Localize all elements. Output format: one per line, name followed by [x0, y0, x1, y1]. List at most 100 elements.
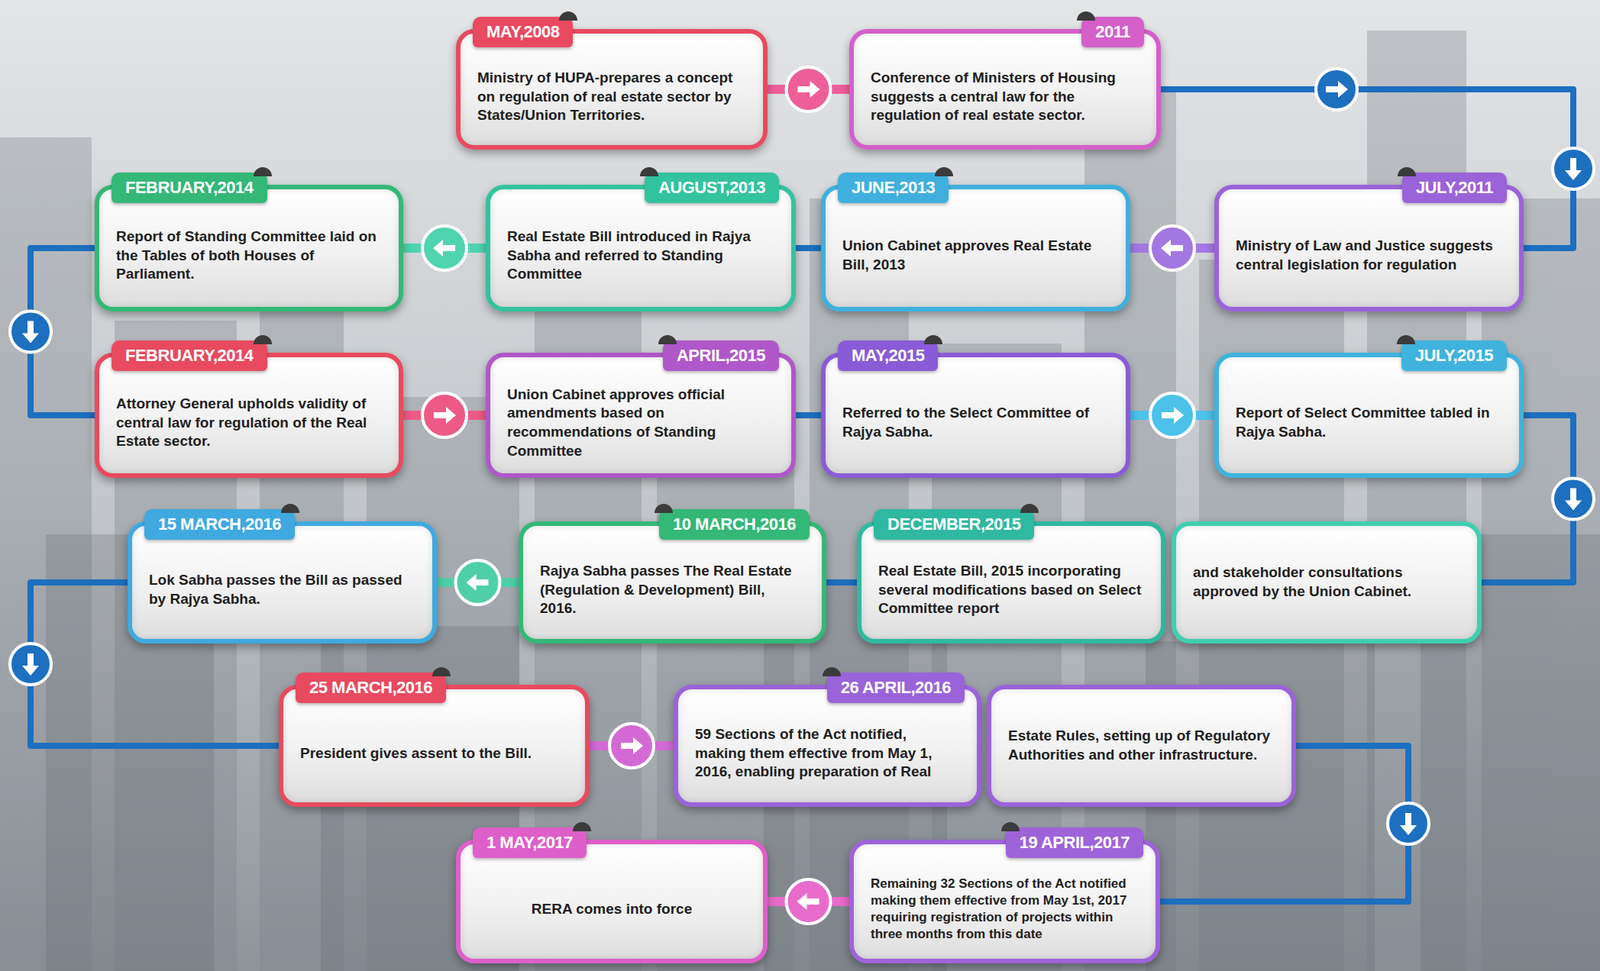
- event-text: and stakeholder consultations approved b…: [1192, 563, 1461, 602]
- arrow-head: [433, 239, 456, 257]
- arrow-disc: [786, 67, 831, 112]
- arrow-head: [22, 321, 39, 344]
- date-tab: JULY,2015: [1401, 340, 1507, 372]
- event-text: President gives assent to the Bill.: [300, 744, 569, 764]
- arrow-disc: [1150, 226, 1195, 271]
- event-text: Real Estate Bill, 2015 incorporating sev…: [878, 562, 1145, 619]
- connector: [826, 582, 857, 584]
- event-text: Ministry of HUPA-prepares a concept on r…: [477, 68, 747, 126]
- connector: [1130, 226, 1215, 271]
- timeline-card: 19 APRIL,2017Remaining 32 Sections of th…: [849, 840, 1161, 964]
- timeline-card: MAY,2015Referred to the Select Committee…: [821, 352, 1131, 479]
- timeline-card: 15 MARCH,2016Lok Sabha passes the Bill a…: [127, 521, 437, 644]
- arrow-head: [1399, 813, 1417, 836]
- arrow-head: [433, 407, 456, 424]
- event-text: Union Cabinet approves Real Estate Bill,…: [842, 236, 1109, 275]
- timeline-card: 25 MARCH,2016President gives assent to t…: [278, 685, 590, 808]
- timeline-card: JULY,2011Ministry of Law and Justice sug…: [1214, 184, 1524, 312]
- connector: [795, 248, 822, 249]
- timeline-card: FEBRUARY,2014Report of Standing Committe…: [94, 184, 404, 312]
- connector: [767, 67, 850, 112]
- event-text: Remaining 32 Sections of the Act notifie…: [870, 875, 1139, 944]
- arrow-disc: [1150, 393, 1195, 438]
- arrow-disc: [786, 879, 831, 925]
- timeline-card: FEBRUARY,2014Attorney General upholds va…: [94, 352, 404, 479]
- date-tab: FEBRUARY,2014: [111, 340, 268, 372]
- event-text: Rajya Sabha passes The Real Estate (Regu…: [539, 562, 805, 619]
- arrow-disc: [1552, 478, 1594, 521]
- continuation-card: Estate Rules, setting up of Regulatory A…: [986, 685, 1297, 808]
- date-tab: 19 APRIL,2017: [1005, 827, 1144, 859]
- date-tab: JULY,2011: [1402, 172, 1507, 204]
- event-text: RERA comes into force: [477, 900, 747, 920]
- date-tab: AUGUST,2013: [644, 172, 779, 204]
- event-text: Lok Sabha passes the Bill as passed by R…: [148, 571, 416, 609]
- skyline: [0, 30, 1600, 971]
- connector-line: [795, 245, 822, 252]
- arrow-disc: [422, 393, 467, 438]
- timeline-card: 10 MARCH,2016Rajya Sabha passes The Real…: [518, 521, 827, 644]
- date-tab: 2011: [1081, 16, 1145, 48]
- arrow-head: [1564, 488, 1582, 511]
- arrow-disc: [1315, 68, 1358, 110]
- event-text: 59 Sections of the Act notified, making …: [694, 725, 960, 783]
- arrow-head: [1160, 239, 1184, 257]
- date-tab: MAY,2008: [472, 16, 573, 48]
- date-tab: 26 APRIL,2016: [827, 672, 965, 704]
- timeline-card: 2011Conference of Ministers of Housing s…: [849, 29, 1161, 150]
- event-text: Conference of Ministers of Housing sugge…: [870, 68, 1140, 126]
- timeline-card: APRIL,2015Union Cabinet approves officia…: [485, 352, 796, 479]
- connector: [436, 560, 519, 605]
- date-tab: 1 MAY,2017: [472, 827, 587, 859]
- connector: [795, 415, 822, 417]
- date-tab: 15 MARCH,2016: [144, 509, 295, 540]
- connector-line: [826, 579, 857, 586]
- event-text: Union Cabinet approves official amendmen…: [507, 385, 775, 462]
- date-tab: JUNE,2013: [837, 172, 949, 204]
- timeline-card: JULY,2015Report of Select Committee tabl…: [1214, 352, 1524, 479]
- arrow-head: [1325, 80, 1348, 98]
- arrow-disc: [1552, 148, 1594, 190]
- date-tab: FEBRUARY,2014: [111, 172, 268, 204]
- arrow-head: [1564, 158, 1582, 181]
- arrow-head: [797, 893, 820, 911]
- arrow-disc: [9, 311, 52, 353]
- date-tab: MAY,2015: [837, 340, 938, 372]
- arrow-disc: [9, 643, 52, 686]
- arrow-head: [620, 737, 644, 755]
- arrow-disc: [1387, 803, 1429, 845]
- event-text: Real Estate Bill introduced in Rajya Sab…: [507, 227, 775, 285]
- connector: [767, 879, 850, 925]
- connector: [589, 724, 674, 769]
- event-text: Report of Select Committee tabled in Raj…: [1235, 404, 1503, 442]
- event-text: Report of Standing Committee laid on the…: [116, 227, 382, 285]
- timeline-card: 26 APRIL,201659 Sections of the Act noti…: [673, 685, 982, 808]
- timeline-card: AUGUST,2013Real Estate Bill introduced i…: [485, 184, 796, 312]
- arrow-disc: [422, 226, 467, 271]
- arrow-head: [798, 80, 821, 98]
- arrow-head: [1161, 407, 1184, 424]
- timeline-card: JUNE,2013Union Cabinet approves Real Est…: [821, 184, 1131, 312]
- date-tab: DECEMBER,2015: [873, 509, 1035, 540]
- event-text: Attorney General upholds validity of cen…: [116, 394, 382, 452]
- connector: [403, 226, 486, 271]
- connector: [403, 393, 486, 438]
- connector: [9, 248, 95, 416]
- date-tab: 25 MARCH,2016: [295, 672, 447, 704]
- arrow-disc: [455, 560, 501, 605]
- event-text: Estate Rules, setting up of Regulatory A…: [1008, 727, 1275, 765]
- connector-line: [795, 412, 822, 419]
- arrow-head: [466, 574, 489, 592]
- arrow-head: [22, 653, 39, 676]
- connector: [1130, 393, 1215, 438]
- date-tab: APRIL,2015: [662, 340, 779, 372]
- timeline-card: 1 MAY,2017RERA comes into force: [455, 840, 768, 964]
- timeline-card: MAY,2008Ministry of HUPA-prepares a conc…: [455, 29, 768, 150]
- arrow-disc: [609, 724, 654, 769]
- event-text: Referred to the Select Committee of Rajy…: [842, 404, 1109, 442]
- event-text: Ministry of Law and Justice suggests cen…: [1235, 236, 1503, 275]
